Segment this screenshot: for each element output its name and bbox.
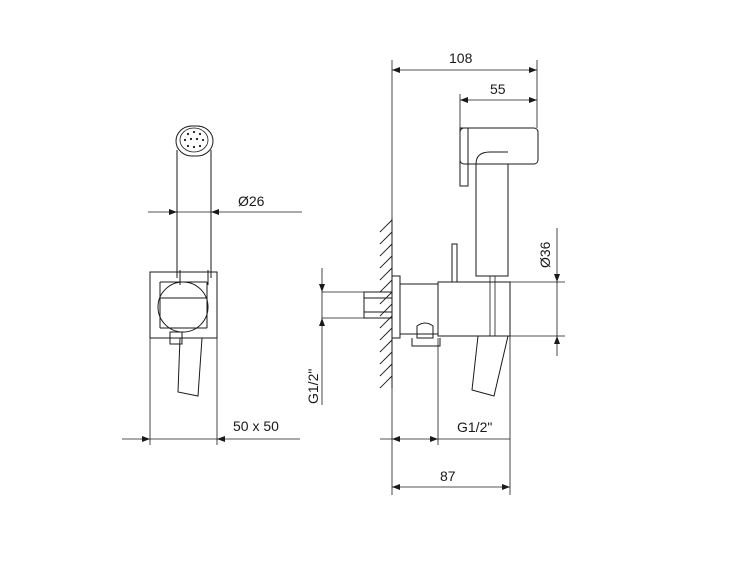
- dim-body-depth-label: 87: [440, 468, 456, 484]
- dim-side-width: 50 x 50: [122, 418, 300, 442]
- dim-head-depth-label: 55: [490, 81, 506, 97]
- dim-inlet-thread: G1/2": [305, 268, 364, 405]
- dim-body-depth: 87: [392, 468, 510, 490]
- dim-head-diameter: Ø36: [537, 228, 560, 356]
- valve-body-side: [399, 283, 439, 335]
- dim-outlet-thread: G1/2": [380, 419, 510, 442]
- spray-head-side: [459, 127, 539, 165]
- spray-head-front: [175, 125, 214, 157]
- dim-head-depth: 55: [460, 81, 537, 103]
- wall-hatch: [379, 219, 393, 389]
- side-view: [363, 60, 565, 495]
- dim-total-depth-label: 108: [449, 50, 473, 66]
- front-view: [149, 125, 218, 445]
- dim-total-depth: 108: [392, 50, 537, 73]
- dim-side-width-label: 50 x 50: [233, 418, 279, 434]
- dim-inlet-thread-label: G1/2": [305, 369, 321, 404]
- spray-nozzle-ring: [179, 127, 209, 153]
- valve-knob-front: [157, 281, 209, 333]
- dim-head-diameter-label: Ø36: [537, 241, 553, 268]
- wall-plate-front: [149, 271, 218, 339]
- dim-outlet-thread-label: G1/2": [457, 419, 492, 435]
- dim-hose-diameter: Ø26: [148, 193, 302, 215]
- spray-nozzle-holes: [183, 130, 205, 149]
- dim-hose-diameter-label: Ø26: [238, 193, 265, 209]
